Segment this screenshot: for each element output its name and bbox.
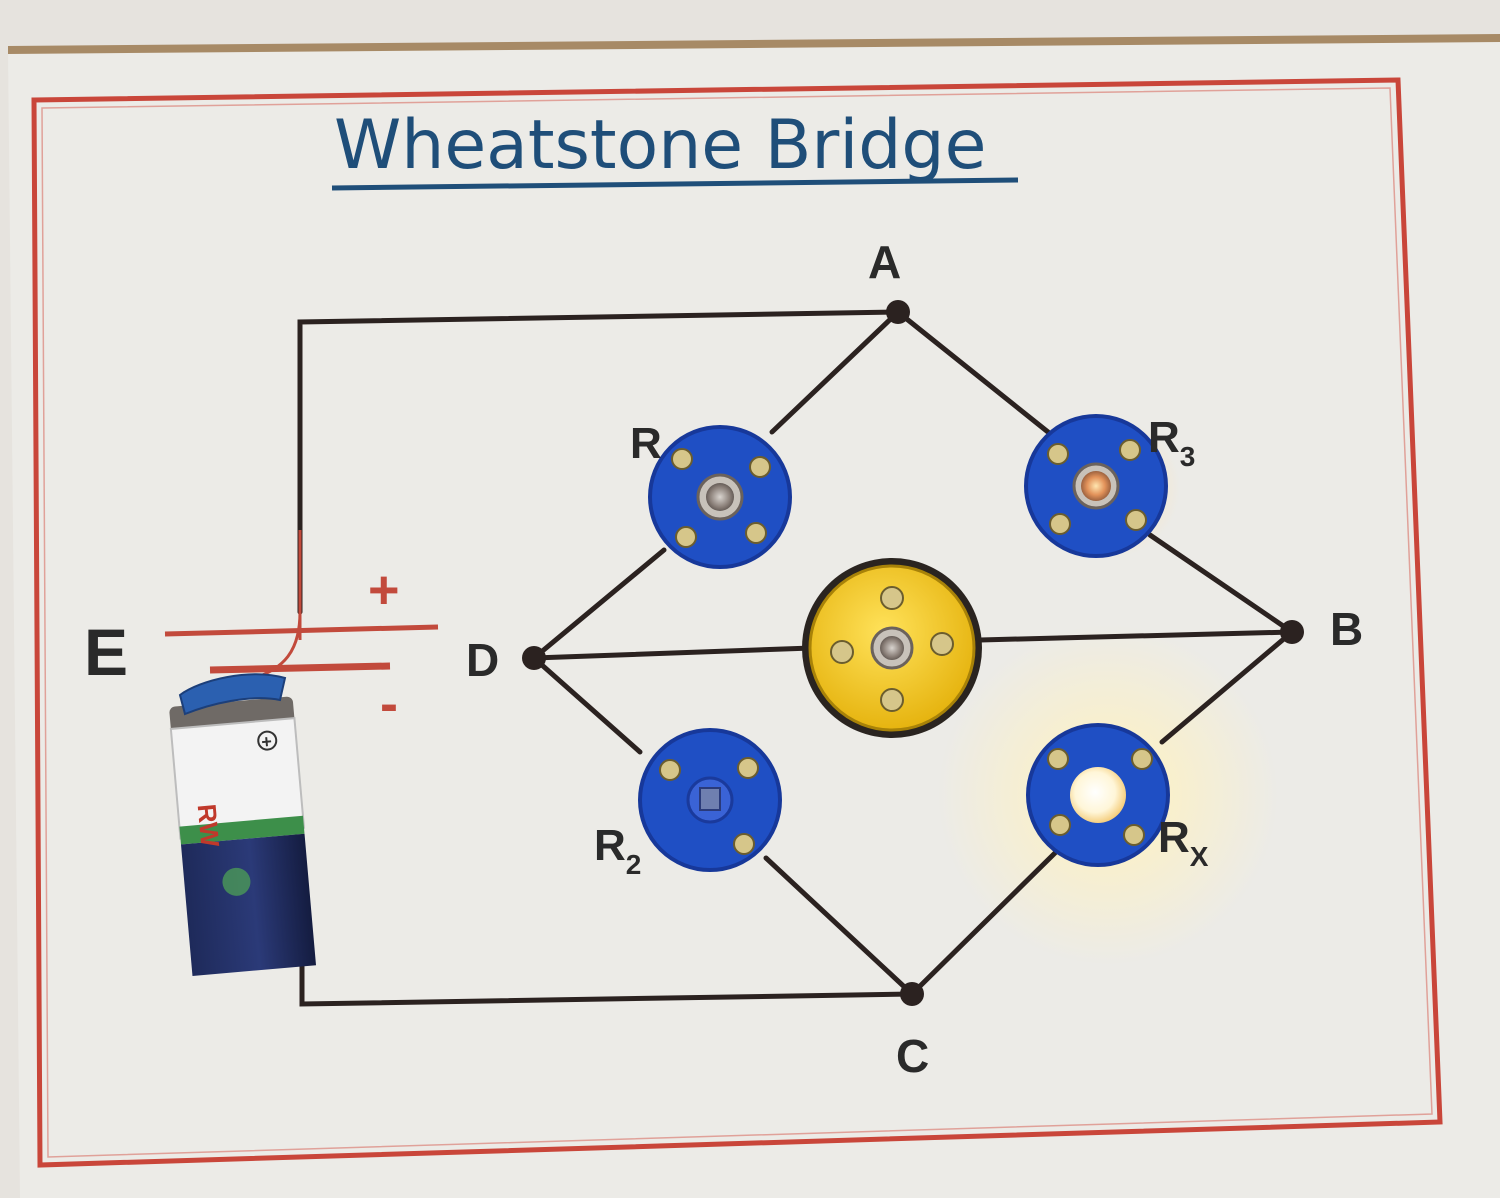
r2-screw-2 [737,757,759,779]
r1-bulb [706,483,734,511]
battery-clip [178,673,287,716]
r1-screw-2 [749,456,771,478]
wire-r2-d [531,655,643,755]
r3-screw-4 [1125,509,1147,531]
r3-screw-3 [1049,513,1071,535]
node-b-label: B [1330,603,1363,655]
wire-a-r1 [769,309,901,435]
galvanometer-icon [802,558,982,738]
r1-screw-3 [675,526,697,548]
battery-plate-short [209,662,391,674]
battery-brand: RW [192,803,226,849]
rx-label-sub: X [1190,841,1209,872]
rx-screw-2 [1131,748,1153,770]
minus-sign: - [380,674,398,734]
rx-screw-1 [1047,748,1069,770]
wire-c-r2 [763,855,915,997]
board-border [31,77,1443,1168]
r1-screw-1 [671,448,693,470]
battery-green-stripe [179,815,305,845]
battery-plus-mark [257,730,278,751]
galvo-screw-2 [880,688,904,712]
rx-bulb [1070,767,1126,823]
node-d-label: D [466,634,499,686]
rx-label: RX [1158,813,1209,872]
node-a-label: A [868,236,901,288]
lamp-holder-icon [638,728,782,872]
lamp-holder-icon [1024,414,1168,558]
lamp-holder-icon [648,425,792,569]
r3-screw-1 [1047,443,1069,465]
title-underline [331,177,1019,191]
battery-9v-icon: RW + [169,696,317,977]
galvo-screw-1 [880,586,904,610]
galvo-bulb [880,636,904,660]
plus-sign: + [368,560,400,620]
node-d-dot [522,646,546,670]
r3-label-main: R [1148,413,1180,462]
wire-d-r1 [531,547,667,661]
r2-label-sub: 2 [626,849,642,880]
r3-bulb [1081,471,1111,501]
wire-d-galvo [531,645,815,661]
lamp-holder-icon [1026,723,1170,867]
battery-recycle-icon [222,867,251,896]
r3-screw-2 [1119,439,1141,461]
r2-screw-1 [659,759,681,781]
page-title: Wheatstone Bridge [334,106,986,185]
r2-label: R2 [594,821,641,880]
galvo-screw-4 [930,632,954,656]
r2-label-main: R [594,821,626,870]
board-top-edge [8,34,1500,54]
rx-label-main: R [1158,813,1190,862]
wire-rx-c [909,849,1059,997]
wire-top-loop [297,309,901,615]
r1-label: R [630,419,662,468]
wire-a-r3 [895,309,1051,435]
node-c-dot [900,982,924,1006]
wire-r3-b [1147,532,1295,635]
wire-b-rx [1159,629,1295,745]
battery-symbol: + - E [84,530,439,734]
r3-label-sub: 3 [1180,441,1196,472]
node-c-label: C [896,1030,929,1082]
node-a-dot [886,300,910,324]
r1-label-main: R [630,419,662,468]
r1-screw-4 [745,522,767,544]
r2-socket [699,787,721,811]
wire-galvo-b [977,629,1295,643]
source-label: E [84,615,128,689]
battery-body [180,833,317,977]
galvo-screw-3 [830,640,854,664]
r3-label: R3 [1148,413,1195,472]
nodes: A B C D [466,236,1363,1082]
battery-plus-text: + [260,731,272,752]
rx-screw-3 [1049,814,1071,836]
r2-screw-3 [733,833,755,855]
rx-screw-4 [1123,824,1145,846]
board-border-inner [41,87,1433,1158]
node-b-dot [1280,620,1304,644]
minus-sign-text: - [380,674,398,734]
